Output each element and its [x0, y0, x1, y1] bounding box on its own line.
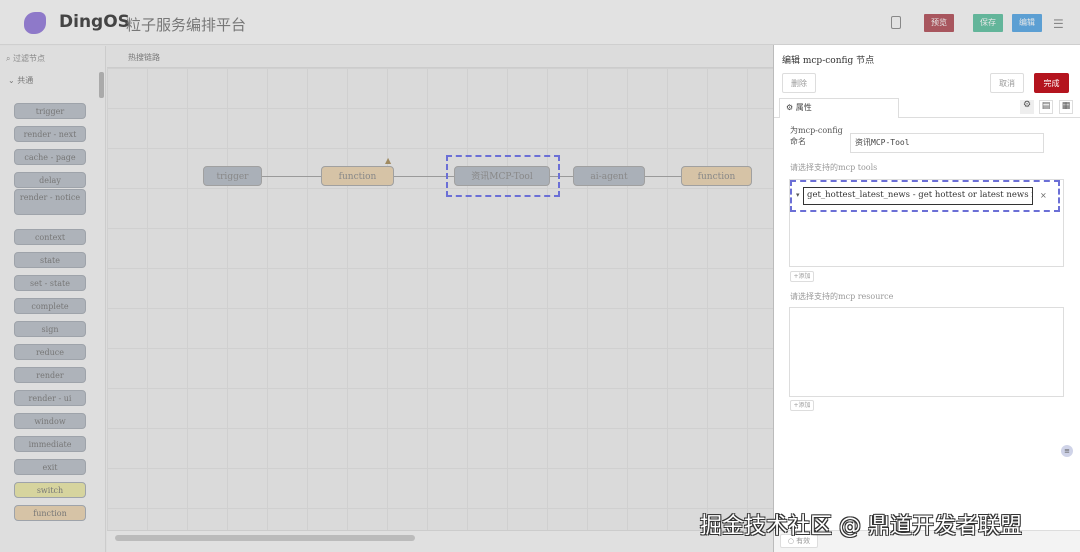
palette-node-14[interactable]: immediate: [14, 436, 86, 452]
palette-node-15[interactable]: exit: [14, 459, 86, 475]
flow-node-function[interactable]: function: [681, 166, 752, 186]
palette-node-11[interactable]: render: [14, 367, 86, 383]
preview-button[interactable]: 预览: [924, 14, 954, 32]
warning-icon: ▲: [385, 156, 392, 165]
palette-node-7[interactable]: set - state: [14, 275, 86, 291]
category-label: 共通: [17, 76, 34, 85]
name-label: 为mcp-config 命名: [790, 126, 843, 146]
palette-node-3[interactable]: delay: [14, 172, 86, 188]
add-resource-button[interactable]: +添加: [790, 400, 814, 411]
palette-node-0[interactable]: trigger: [14, 103, 86, 119]
wire: [262, 176, 322, 177]
name-input[interactable]: 资讯MCP-Tool: [850, 133, 1044, 153]
palette-node-1[interactable]: render - next: [14, 126, 86, 142]
resource-label: 请选择支持的mcp resource: [790, 292, 894, 301]
tool-select[interactable]: get_hottest_latest_news - get hottest or…: [803, 187, 1033, 205]
cancel-button[interactable]: 取消: [990, 73, 1024, 93]
tools-label: 请选择支持的mcp tools: [790, 163, 878, 172]
logo-icon: [24, 12, 46, 34]
description-icon[interactable]: ▤: [1039, 100, 1053, 114]
done-button[interactable]: 完成: [1034, 73, 1069, 93]
watermark: 掘金技术社区 @ 鼎道开发者联盟: [700, 514, 1022, 539]
brand-name: DingOS: [59, 12, 130, 32]
palette-node-9[interactable]: sign: [14, 321, 86, 337]
palette-node-17[interactable]: function: [14, 505, 86, 521]
tools-list: [789, 179, 1064, 267]
wire: [645, 176, 681, 177]
edit-button[interactable]: 编辑: [1012, 14, 1042, 32]
appearance-icon[interactable]: ▦: [1059, 100, 1073, 114]
gear-icon[interactable]: ⚙: [1020, 100, 1034, 114]
panel-footer: [774, 530, 1080, 552]
tab-properties[interactable]: ⚙ 属性: [779, 98, 899, 118]
resource-list: [789, 307, 1064, 397]
palette-node-12[interactable]: render - ui: [14, 390, 86, 406]
add-label: 添加: [798, 273, 811, 280]
palette-scrollbar[interactable]: [99, 72, 104, 98]
horizontal-scrollbar[interactable]: [115, 535, 415, 541]
flow-tab[interactable]: 热搜链路: [128, 53, 160, 62]
tool-row[interactable]: [790, 180, 1060, 212]
save-button[interactable]: 保存: [973, 14, 1003, 32]
panel-title: 编辑 mcp-config 节点: [782, 56, 875, 66]
app-header: DingOS 粒子服务编排平台 预览 保存 编辑 ☰: [0, 0, 1080, 45]
flow-node-trigger[interactable]: trigger: [203, 166, 262, 186]
menu-icon[interactable]: ☰: [1053, 17, 1064, 31]
document-icon[interactable]: [891, 16, 901, 29]
canvas-footer: [107, 530, 773, 552]
delete-button[interactable]: 删除: [782, 73, 816, 93]
flow-node-function[interactable]: function: [321, 166, 394, 186]
tab-label: 属性: [795, 103, 812, 112]
drag-handle-icon[interactable]: ▾: [796, 191, 800, 199]
palette-node-6[interactable]: state: [14, 252, 86, 268]
add-label: 添加: [798, 402, 811, 409]
palette-node-10[interactable]: reduce: [14, 344, 86, 360]
wire: [550, 176, 573, 177]
palette-category[interactable]: ⌄ 共通: [8, 76, 34, 85]
palette-filter-input[interactable]: ⌕ 过滤节点: [6, 54, 46, 63]
app-subtitle: 粒子服务编排平台: [126, 16, 247, 34]
selection-box: [446, 155, 560, 197]
add-tool-button[interactable]: +添加: [790, 271, 814, 282]
palette-node-4[interactable]: render - notice: [14, 189, 86, 215]
palette-node-16[interactable]: switch: [14, 482, 86, 498]
filter-placeholder: 过滤节点: [13, 54, 46, 63]
wire: [394, 176, 454, 177]
palette-node-8[interactable]: complete: [14, 298, 86, 314]
flow-canvas[interactable]: [107, 68, 773, 530]
expand-icon[interactable]: ≡: [1061, 445, 1073, 457]
enabled-toggle[interactable]: ○ 有效: [780, 534, 818, 548]
divider: [774, 117, 1080, 118]
enabled-label: 有效: [796, 537, 811, 545]
remove-icon[interactable]: ×: [1040, 191, 1047, 200]
node-edit-panel: 编辑 mcp-config 节点 删除 取消 完成 ⚙ 属性 ⚙ ▤ ▦ 为mc…: [773, 45, 1080, 552]
palette-node-13[interactable]: window: [14, 413, 86, 429]
palette-node-5[interactable]: context: [14, 229, 86, 245]
flow-node-mcp-tool[interactable]: 资讯MCP-Tool: [454, 166, 550, 186]
flow-node-ai-agent[interactable]: ai-agent: [573, 166, 645, 186]
flow-tab-bar: [107, 46, 773, 68]
palette-node-2[interactable]: cache - page: [14, 149, 86, 165]
